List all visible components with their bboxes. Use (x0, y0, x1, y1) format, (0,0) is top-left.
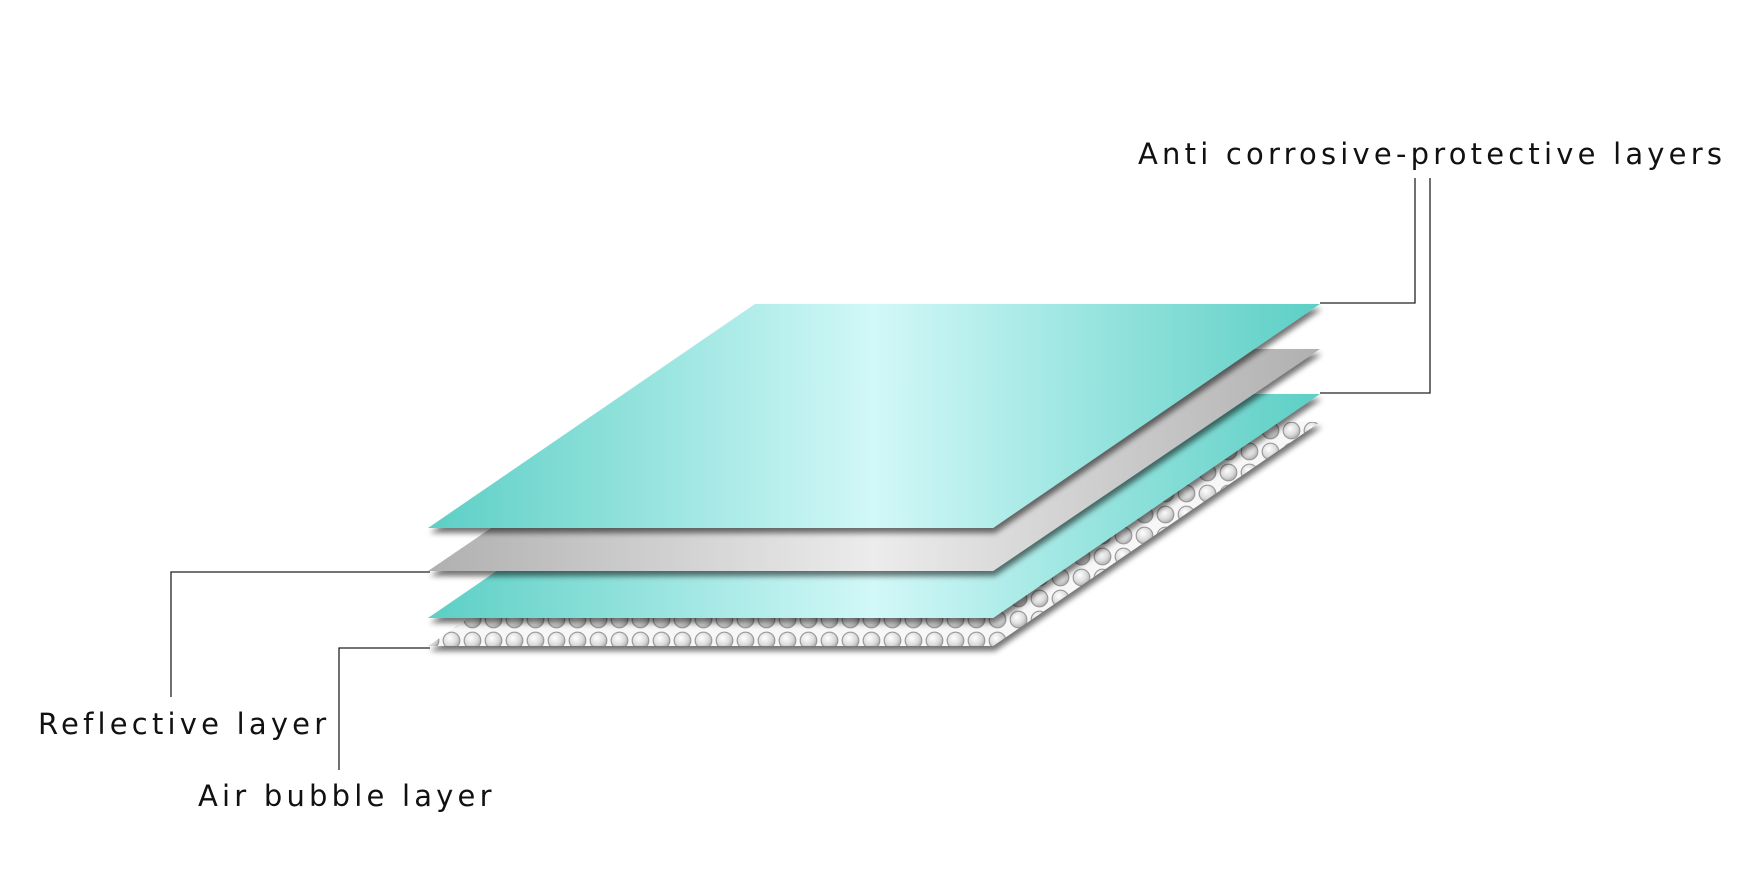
protective-layer-top (428, 304, 1320, 528)
leader-line-air-bubble (338, 647, 430, 770)
protective-layer-top-shape (428, 304, 1320, 528)
leader-line-reflective (170, 571, 430, 697)
reflective-layer-label: Reflective layer (38, 707, 331, 741)
leader-line-protective-top (1320, 178, 1416, 304)
leader-line-protective-bottom (1320, 178, 1431, 394)
air-bubble-layer-label: Air bubble layer (198, 779, 496, 813)
anti-corrosive-layers-label: Anti corrosive-protective layers (1138, 137, 1727, 171)
